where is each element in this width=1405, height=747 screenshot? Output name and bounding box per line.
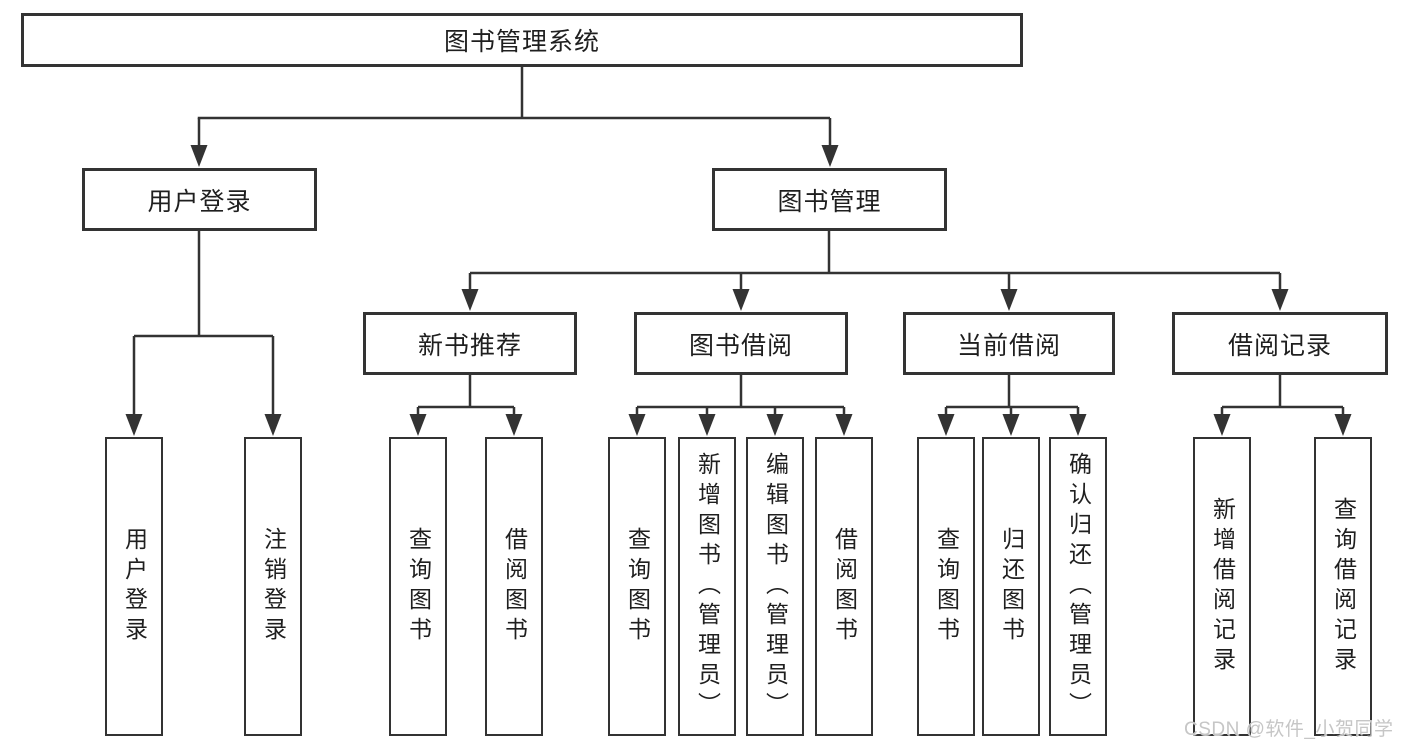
node-user-login: 用户登录 [82,168,317,231]
leaf-query-books-borrowing: 查询图书 [608,437,666,736]
arrowhead [1334,414,1352,436]
connector-book-management-to-level3 [461,231,1289,311]
arrowhead [1271,289,1289,311]
watermark: CSDN @软件_小贺同学 [1184,719,1394,740]
arrowhead [505,414,523,436]
leaf-query-books-recommend: 查询图书 [389,437,447,736]
arrowhead [1069,414,1087,436]
arrowhead [1002,414,1020,436]
leaf-add-book-admin: 新增图书（管理员） [678,437,736,736]
arrowhead [835,414,853,436]
node-label: 图书借阅 [688,331,793,360]
node-book-borrowing: 图书借阅 [634,312,848,375]
leaf-label: 借阅图书 [831,526,858,647]
leaf-query-borrow-record: 查询借阅记录 [1314,437,1372,736]
leaf-edit-book-admin: 编辑图书（管理员） [746,437,804,736]
connector-root-to-level2 [190,67,839,167]
leaf-label: 注销登录 [260,526,287,647]
arrowhead [766,414,784,436]
leaf-label: 新增借阅记录 [1209,496,1236,677]
connector-user-login-to-leaves [125,231,282,436]
node-book-management: 图书管理 [712,168,947,231]
node-label: 用户登录 [147,187,252,216]
leaf-user-login: 用户登录 [105,437,163,736]
leaf-label: 查询图书 [624,526,651,647]
arrowhead [190,145,208,167]
arrowhead [461,289,479,311]
arrowhead [264,414,282,436]
leaf-label: 用户登录 [121,526,148,647]
connector-new-book-recommend-to-leaves [409,375,523,436]
arrowhead [628,414,646,436]
node-label: 借阅记录 [1227,331,1332,360]
node-label: 当前借阅 [956,331,1061,360]
arrowhead [698,414,716,436]
arrowhead [821,145,839,167]
node-library-system: 图书管理系统 [21,13,1023,67]
leaf-label: 编辑图书（管理员） [762,451,789,722]
leaf-label: 查询借阅记录 [1330,496,1357,677]
leaf-label: 归还图书 [998,526,1025,647]
arrowhead [409,414,427,436]
node-new-book-recommend: 新书推荐 [363,312,577,375]
node-label: 图书管理 [777,187,882,216]
connector-current-borrowing-to-leaves [937,375,1087,436]
leaf-label: 新增图书（管理员） [694,451,721,722]
arrowhead [1000,289,1018,311]
node-current-borrowing: 当前借阅 [903,312,1115,375]
leaf-label: 查询图书 [405,526,432,647]
arrowhead [125,414,143,436]
leaf-add-borrow-record: 新增借阅记录 [1193,437,1251,736]
arrowhead [937,414,955,436]
connector-borrowing-records-to-leaves [1213,375,1352,436]
leaf-query-books-current: 查询图书 [917,437,975,736]
connector-book-borrowing-to-leaves [628,375,853,436]
leaf-confirm-return-admin: 确认归还（管理员） [1049,437,1107,736]
leaf-label: 确认归还（管理员） [1065,451,1092,722]
node-borrowing-records: 借阅记录 [1172,312,1388,375]
leaf-label: 借阅图书 [501,526,528,647]
node-label: 新书推荐 [417,331,522,360]
leaf-return-book: 归还图书 [982,437,1040,736]
leaf-borrow-books-recommend: 借阅图书 [485,437,543,736]
leaf-label: 查询图书 [933,526,960,647]
arrowhead [1213,414,1231,436]
leaf-logout: 注销登录 [244,437,302,736]
node-label: 图书管理系统 [443,28,600,56]
arrowhead [732,289,750,311]
leaf-borrow-books: 借阅图书 [815,437,873,736]
